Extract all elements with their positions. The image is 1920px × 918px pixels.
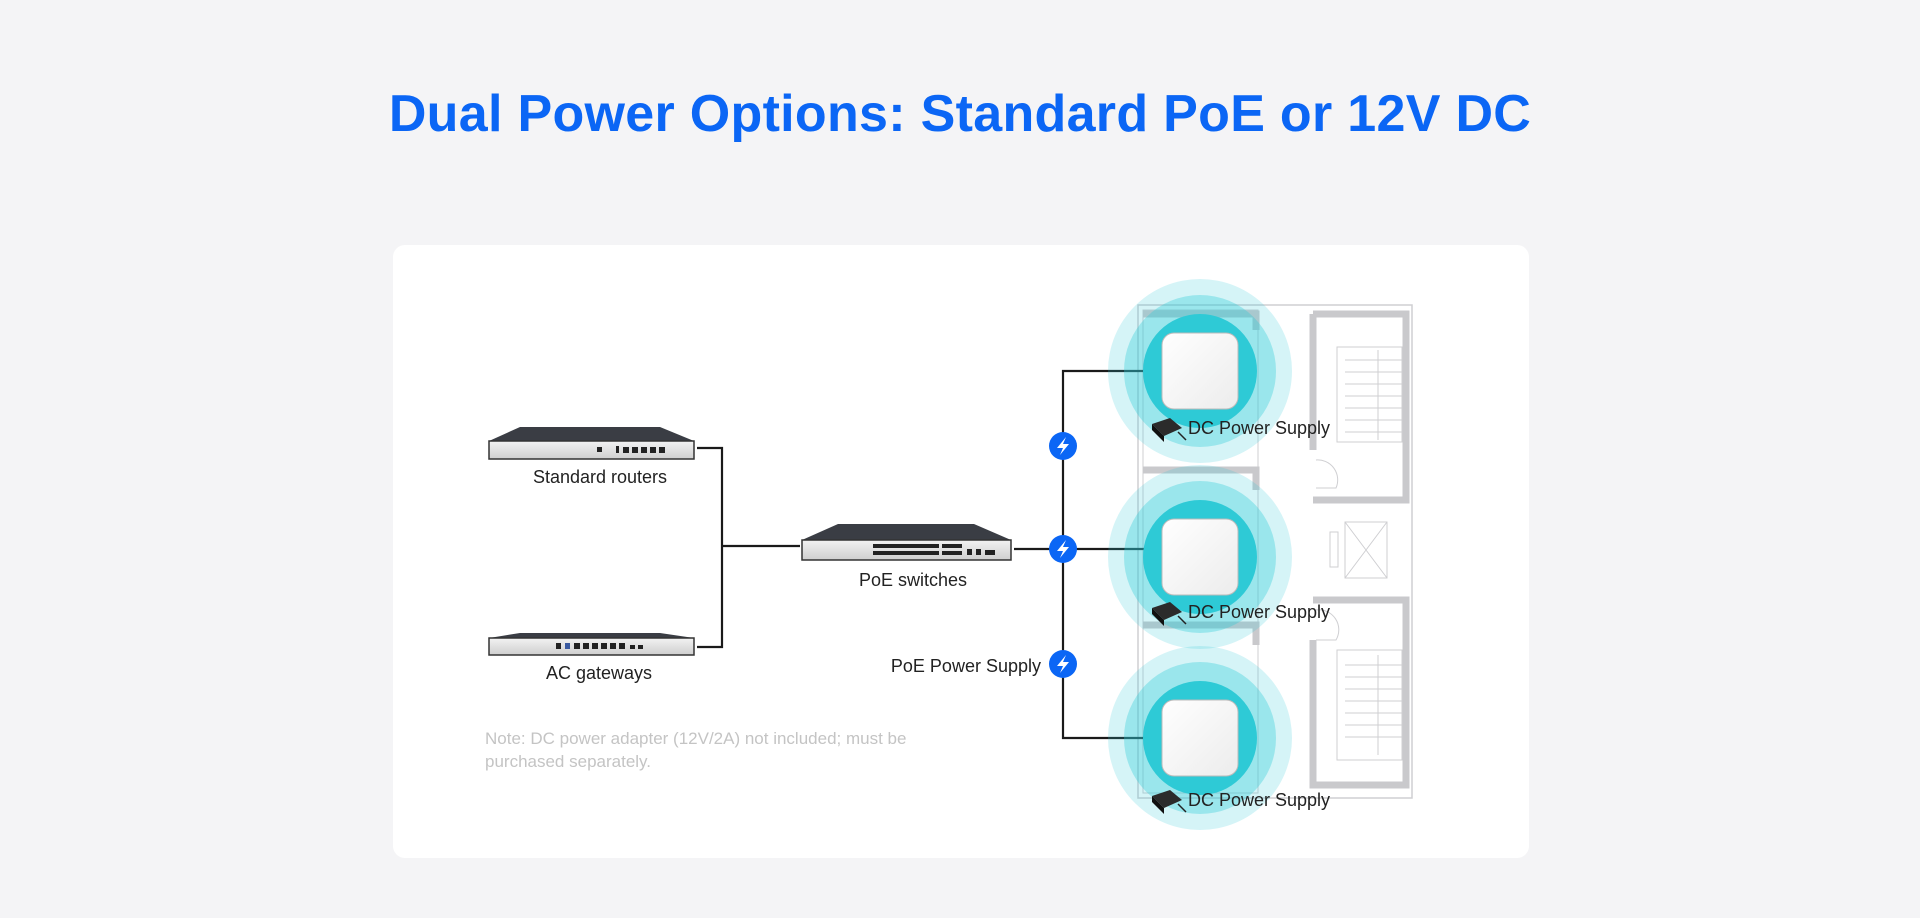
poe-bolt-icon xyxy=(1049,535,1077,563)
dc-power-label: DC Power Supply xyxy=(1188,602,1331,622)
gateway-device xyxy=(488,633,695,656)
note-text: Note: DC power adapter (12V/2A) not incl… xyxy=(485,729,907,771)
access-point-2 xyxy=(1108,465,1292,649)
dc-adapter-icon xyxy=(1152,790,1187,814)
dc-adapter-icon xyxy=(1152,418,1187,442)
floor-plan xyxy=(1137,304,1413,799)
dc-adapter-icon xyxy=(1152,602,1187,626)
poe-bolt-icon xyxy=(1049,432,1077,460)
poe-bolt-icon xyxy=(1049,650,1077,678)
dc-power-label: DC Power Supply xyxy=(1188,790,1331,810)
access-point-1 xyxy=(1108,279,1292,463)
router-device xyxy=(488,427,695,460)
poe-power-label: PoE Power Supply xyxy=(890,656,1041,676)
switch-label: PoE switches xyxy=(858,570,968,590)
page-title: Dual Power Options: Standard PoE or 12V … xyxy=(388,85,1532,143)
poe-switch-device xyxy=(801,524,1012,561)
dc-power-label: DC Power Supply xyxy=(1188,418,1331,438)
access-point-3 xyxy=(1108,646,1292,830)
gateway-label: AC gateways xyxy=(545,663,653,683)
router-label: Standard routers xyxy=(532,467,668,487)
